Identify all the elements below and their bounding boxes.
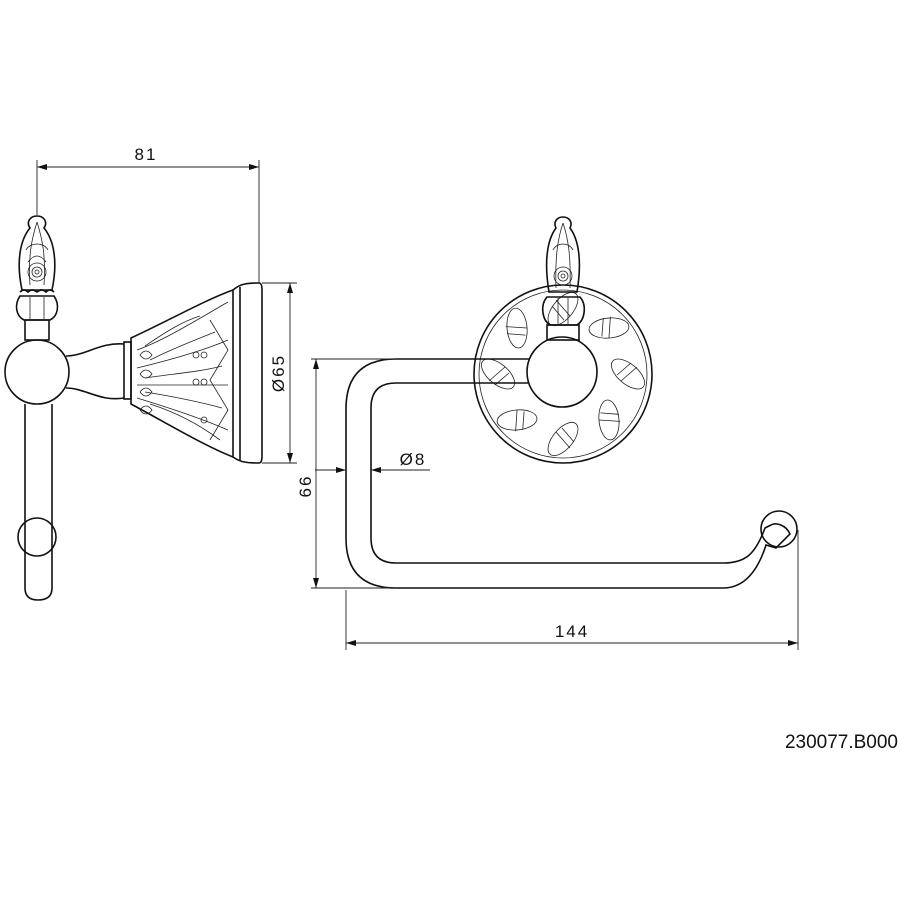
flange-side (232, 282, 263, 464)
side-view: 81 (4, 145, 297, 601)
end-ball-side (17, 517, 57, 557)
dimension-81: 81 (36, 145, 260, 283)
dimension-144: 144 (345, 530, 799, 650)
end-ball-front (760, 510, 798, 548)
rosette-front (473, 284, 653, 464)
dimension-diameter-8: Ø8 (315, 450, 430, 473)
front-view: 66 Ø8 144 (296, 216, 799, 650)
dimension-diameter-65: Ø65 (262, 282, 297, 464)
product-code: 230077.B000 (784, 732, 898, 753)
finial-side (15, 215, 59, 341)
holder-bar (345, 358, 791, 589)
dimension-label-66: 66 (296, 475, 315, 498)
bell-base (130, 288, 234, 459)
dimension-label-81: 81 (135, 145, 158, 164)
dimension-66: 66 (296, 358, 396, 589)
finial-front (541, 216, 586, 341)
dimension-label-diameter-8: Ø8 (400, 450, 427, 469)
sphere-front (526, 336, 598, 408)
neck-side (65, 343, 125, 400)
dimension-label-diameter-65: Ø65 (269, 354, 288, 392)
dimension-label-144: 144 (555, 622, 589, 641)
sphere-side (4, 339, 70, 405)
leaf-ornament (136, 301, 229, 441)
rod-side (24, 404, 53, 601)
